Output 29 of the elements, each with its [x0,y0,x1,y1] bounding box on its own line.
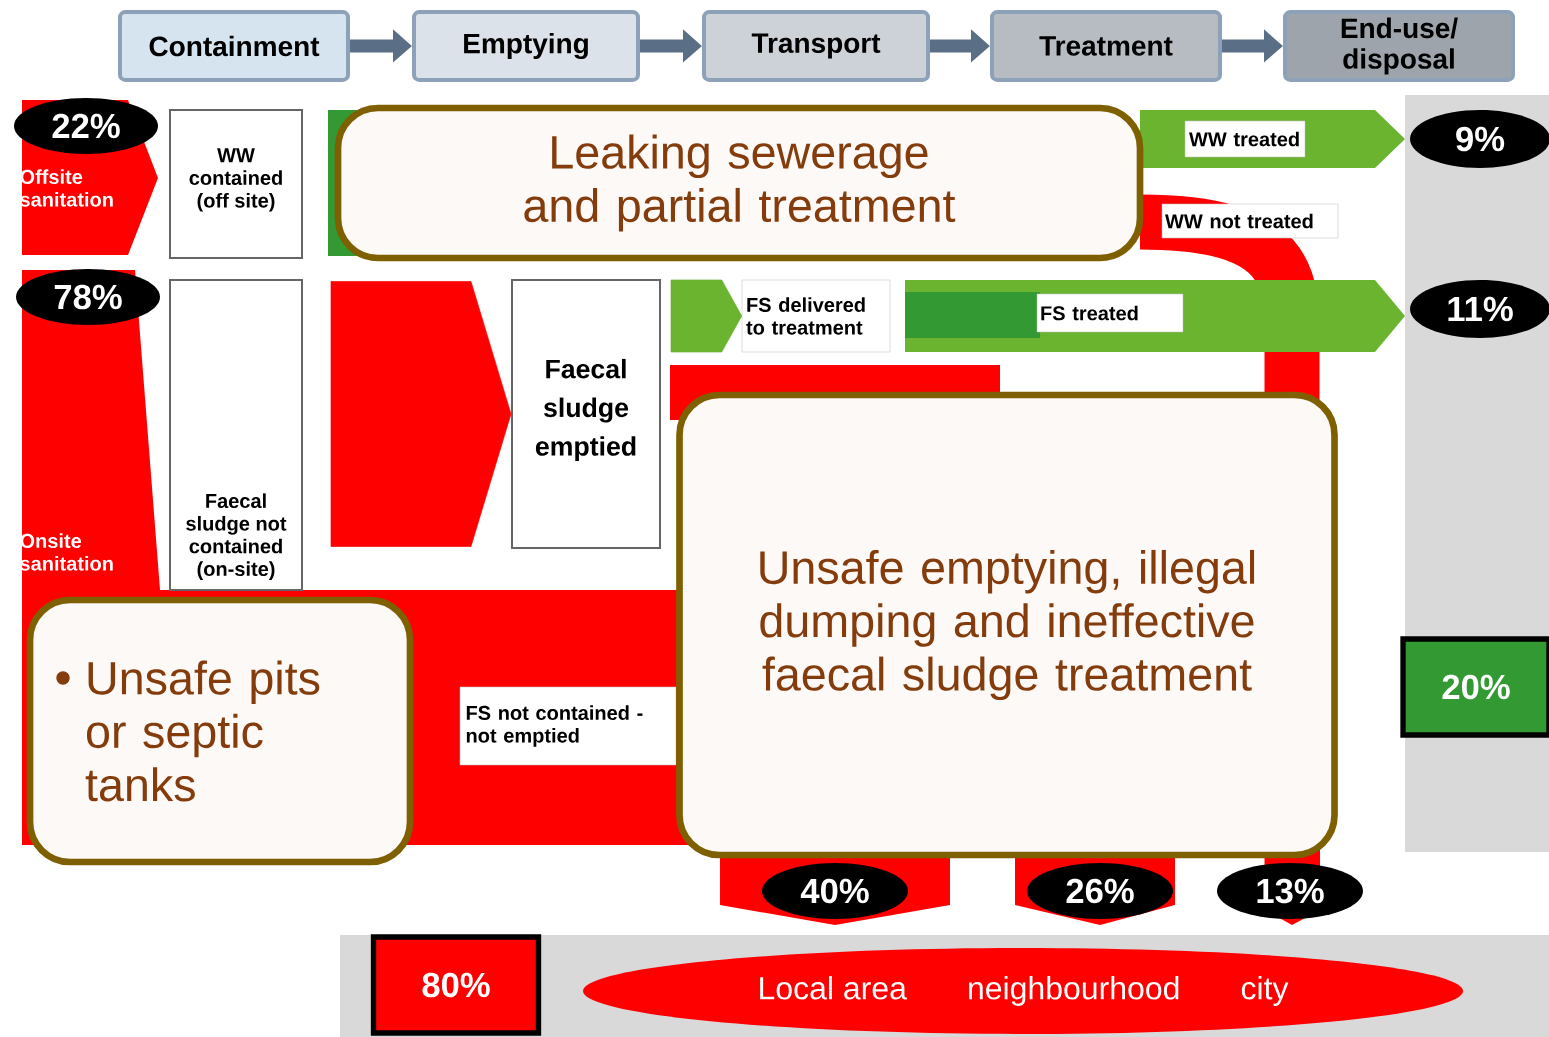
percentage-badge: 40% [762,863,908,919]
flow-label: WW not treated [1161,203,1339,239]
arrow-label: Onsite sanitation [20,533,113,571]
stage-box: Treatment [990,10,1222,82]
stage-box: Emptying [412,10,640,82]
flow-box: Faecal sludge not contained (on-site) [169,279,303,591]
percentage-badge: 78% [16,269,160,325]
flow-label: FS not contained - not emptied [459,686,677,766]
callout-box: Leaking sewerage and partial treatment [334,104,1144,262]
flow-label: FS treated [1036,293,1184,333]
stage-box: End-use/ disposal [1283,10,1515,82]
percentage-badge: 13% [1217,863,1363,919]
percentage-box: 80% [370,934,542,1036]
percentage-badge: 22% [14,98,158,154]
flow-label: WW treated [1184,120,1306,158]
flow-box: Faecal sludge emptied [511,279,661,549]
callout-box: Unsafe emptying, illegal dumping and ineffective faecal sludge treatment [676,391,1338,859]
arrow-label: Offsite sanitation [20,169,113,207]
stage-box: Transport [702,10,930,82]
callout-box: Unsafe pits or septic tanks [26,596,414,866]
flow-label: FS delivered to treatment [741,279,891,353]
percentage-box: 20% [1400,636,1549,738]
percentage-badge: 9% [1410,110,1549,168]
flow-box: WW contained (off site) [169,109,303,259]
flow-arrow [330,281,512,547]
stage-box: Containment [118,10,350,82]
percentage-badge: 11% [1410,280,1549,338]
percentage-badge: 26% [1027,863,1173,919]
flow-arrow [670,279,743,353]
